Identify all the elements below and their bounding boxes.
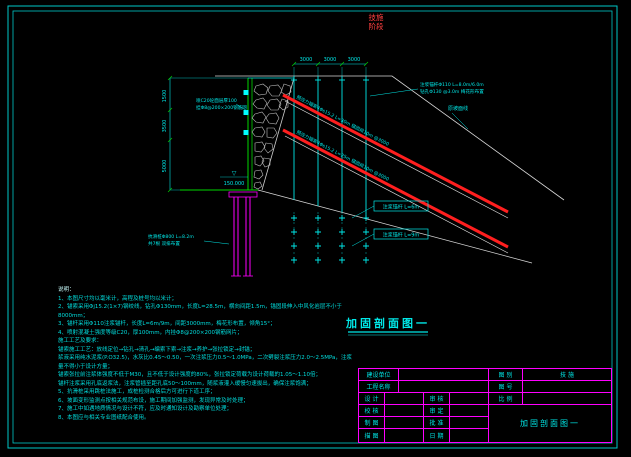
anchor-head-plate xyxy=(243,130,249,135)
wall-note-line2: 挂Φ8@200×200钢筋网 xyxy=(196,104,247,111)
drawing-title-text: 加固剖面图一 xyxy=(345,316,430,330)
date-value xyxy=(450,429,488,442)
anchor-head-plate xyxy=(243,90,249,95)
note-line: 6、坡面变形监测点按相关规范布设，施工期间加强监测，发现异常及时处理； xyxy=(58,397,249,404)
title-block-drawing-name: 加固剖面图一 xyxy=(520,419,580,428)
draft-label: 制 图 xyxy=(359,417,385,428)
stage-stamp-line1: 技施 xyxy=(369,12,384,22)
pile-label-line2: 共7根 双排布置 xyxy=(148,240,180,247)
grout-label-6m: 注浆锚杆 L=6m xyxy=(383,204,420,211)
left-dim-2: 3500 xyxy=(162,120,168,133)
pile-label-line1: 抗滑桩Φ800 L=8.2m xyxy=(148,233,194,240)
check-value xyxy=(385,405,424,416)
title-block-right: 图 别 技 施 图 号 比 例 加固剖面图一 xyxy=(489,369,611,442)
nail-label-line1: 注浆锚杆Φ110 L=8.0m/6.0m xyxy=(420,81,484,88)
note-line: 施工工艺及要求： xyxy=(58,338,103,345)
ratify-label: 批 准 xyxy=(424,417,450,428)
note-line: 3、锚杆采用Φ110注浆锚杆，长度L=6m/9m，间距3000mm，梅花形布置，… xyxy=(58,321,276,328)
stage-stamp-line2: 阶段 xyxy=(369,21,384,31)
left-dim-3: 5000 xyxy=(162,160,168,173)
sheet-type-label: 图 别 xyxy=(489,369,523,380)
design-value xyxy=(385,393,424,404)
sheet-border xyxy=(7,5,618,449)
nail-label-line2: 钻孔Φ130 @3.0m 梅花形布置 xyxy=(420,88,484,95)
top-dim-2: 3000 xyxy=(324,57,337,63)
slope-line-label: 原坡面线 xyxy=(448,105,469,130)
note-line: 7、施工中如遇地质情况与设计不符，应及时通知设计及勘察单位处理； xyxy=(58,406,233,413)
top-dim-1: 3000 xyxy=(300,57,313,63)
left-dimension-chain: 1500 3500 5000 xyxy=(162,75,248,193)
review-value xyxy=(450,393,488,404)
grout-anchor-labels: 注浆锚杆 L=6m 注浆锚杆 L=9m xyxy=(351,200,429,247)
approve-value xyxy=(450,405,488,416)
wall-note: 喷C20砼面层厚100 挂Φ8@200×200钢筋网 xyxy=(196,97,247,112)
elevation-symbol: ▽ xyxy=(232,170,237,177)
note-line: 锚索施工工艺：放线定位→钻孔→清孔→编索下索→注浆→养护→张拉锁定→封锚； xyxy=(58,346,256,353)
note-line: 4、喷射混凝土强度等级C20，厚100mm，内挂Φ8@200×200钢筋网片； xyxy=(58,329,243,336)
trace-value xyxy=(385,429,424,442)
note-line: 锚杆注浆采用孔底返浆法，注浆管插至距孔底50～100mm，随浆液灌入缓慢匀速拔出… xyxy=(58,380,312,387)
top-dim-3: 3000 xyxy=(348,57,361,63)
project-value xyxy=(399,381,488,392)
lower-ground-line xyxy=(180,189,533,264)
approve-label: 审 定 xyxy=(424,405,450,416)
elevation-marker: ▽ 150.000 xyxy=(220,170,248,187)
anchor-head-plate xyxy=(243,110,249,115)
pile-label: 抗滑桩Φ800 L=8.2m 共7根 双排布置 xyxy=(148,233,230,247)
draft-value xyxy=(385,417,424,428)
date-label: 日 期 xyxy=(424,429,450,442)
rock-fill-hatch xyxy=(251,83,292,190)
note-line: 5、抗滑桩采用跳桩法施工，成桩检测合格后方可进行下道工序； xyxy=(58,389,216,396)
anti-slide-piles xyxy=(228,191,258,277)
grout-label-9m: 注浆锚杆 L=9m xyxy=(383,232,420,239)
anchor-layout-grid xyxy=(290,212,370,266)
elevation-value: 150.000 xyxy=(224,181,245,187)
title-block-left: 建设单位 工程名称 设 计 审 核 校 核 审 定 制 图 批 准 描 图 xyxy=(359,369,489,442)
notes-heading: 说明： xyxy=(58,287,75,293)
trace-label: 描 图 xyxy=(359,429,385,442)
owner-label: 建设单位 xyxy=(359,369,399,380)
project-label: 工程名称 xyxy=(359,381,399,392)
review-label: 审 核 xyxy=(424,393,450,404)
sheet-no-value xyxy=(523,381,611,392)
note-line: 1、本图尺寸均以毫米计，高程及桩号均以米计； xyxy=(58,295,178,302)
left-dim-1: 1500 xyxy=(162,90,168,103)
soil-nail-label: 注浆锚杆Φ110 L=8.0m/6.0m 钻孔Φ130 @3.0m 梅花形布置 xyxy=(369,81,484,97)
notes-block: 说明： 1、本图尺寸均以毫米计，高程及桩号均以米计； 2、锚索采用Φj15.2(… xyxy=(58,286,356,422)
title-block: 建设单位 工程名称 设 计 审 核 校 核 审 定 制 图 批 准 描 图 xyxy=(358,368,612,443)
note-line: 浆液采用纯水泥浆(P.O32.5)，水灰比0.45～0.50，一次注浆压力0.5… xyxy=(58,355,352,370)
stage-stamp: 技施 阶段 xyxy=(369,12,384,31)
check-label: 校 核 xyxy=(359,405,385,416)
sheet-no-label: 图 号 xyxy=(489,381,523,392)
owner-value xyxy=(399,369,488,380)
note-line: 2、锚索采用Φj15.2(1×7)钢绞线，钻孔Φ130mm，长度L=28.5m，… xyxy=(58,304,342,319)
note-line: 8、本图应与相关专业图纸配合使用。 xyxy=(58,414,150,421)
sheet-type-value: 技 施 xyxy=(560,372,574,379)
drawing-title: 加固剖面图一 xyxy=(345,316,430,336)
scale-value xyxy=(523,393,611,404)
top-dimension-chain: 3000 3000 3000 xyxy=(291,57,369,76)
scale-label: 比 例 xyxy=(489,393,523,404)
note-line: 锚索张拉前注浆体强度不低于M30，且不低于设计强度的80%，张拉锁定荷载为设计荷… xyxy=(58,372,321,379)
slope-label-text: 原坡面线 xyxy=(448,105,468,112)
wall-note-line1: 喷C20砼面层厚100 xyxy=(196,97,237,104)
vertical-soil-nails xyxy=(291,76,369,219)
original-ground-line xyxy=(215,75,565,201)
ratify-value xyxy=(450,417,488,428)
design-label: 设 计 xyxy=(359,393,385,404)
